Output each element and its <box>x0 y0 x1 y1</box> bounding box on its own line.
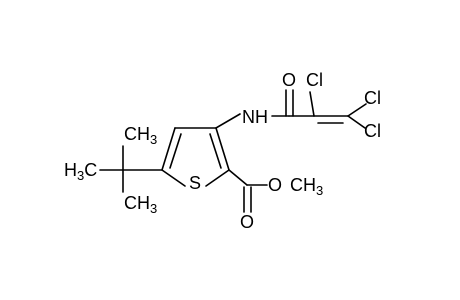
atom-ch3-top: CH3 <box>124 124 157 147</box>
atom-chlorine-1: Cl <box>306 70 323 90</box>
bond-c2-cester <box>228 169 248 186</box>
atom-ch3-bottom: CH3 <box>124 193 157 216</box>
atom-labels: CH3 H3C CH3 S NH O Cl Cl Cl O O CH3 <box>64 70 381 232</box>
bond-cterm-cl-upper <box>347 103 367 117</box>
bond-cterm-cl-lower <box>347 115 366 129</box>
atom-nh: NH <box>242 107 268 127</box>
atom-ch3-left: H3C <box>64 160 97 183</box>
bond-s-c5 <box>161 169 186 187</box>
atom-chlorine-3: Cl <box>364 121 381 141</box>
atom-ester-ch3: CH3 <box>290 175 323 198</box>
bond-cvinyl-cl <box>309 91 315 117</box>
bonds <box>99 89 367 213</box>
atom-ester-carbonyl-oxygen: O <box>240 212 254 232</box>
bond-c5-c4 <box>161 127 176 171</box>
atom-chlorine-2: Cl <box>364 88 381 108</box>
bond-c3-c2-inner <box>209 133 222 169</box>
bond-c3-n <box>215 113 241 129</box>
bond-c5-c4-inner <box>169 133 182 169</box>
atom-sulfur: S <box>189 173 201 193</box>
atom-amide-oxygen: O <box>282 70 296 90</box>
bond-c2-s <box>205 169 230 187</box>
atom-ester-oxygen: O <box>268 175 282 195</box>
bond-c3-c2 <box>215 127 230 171</box>
